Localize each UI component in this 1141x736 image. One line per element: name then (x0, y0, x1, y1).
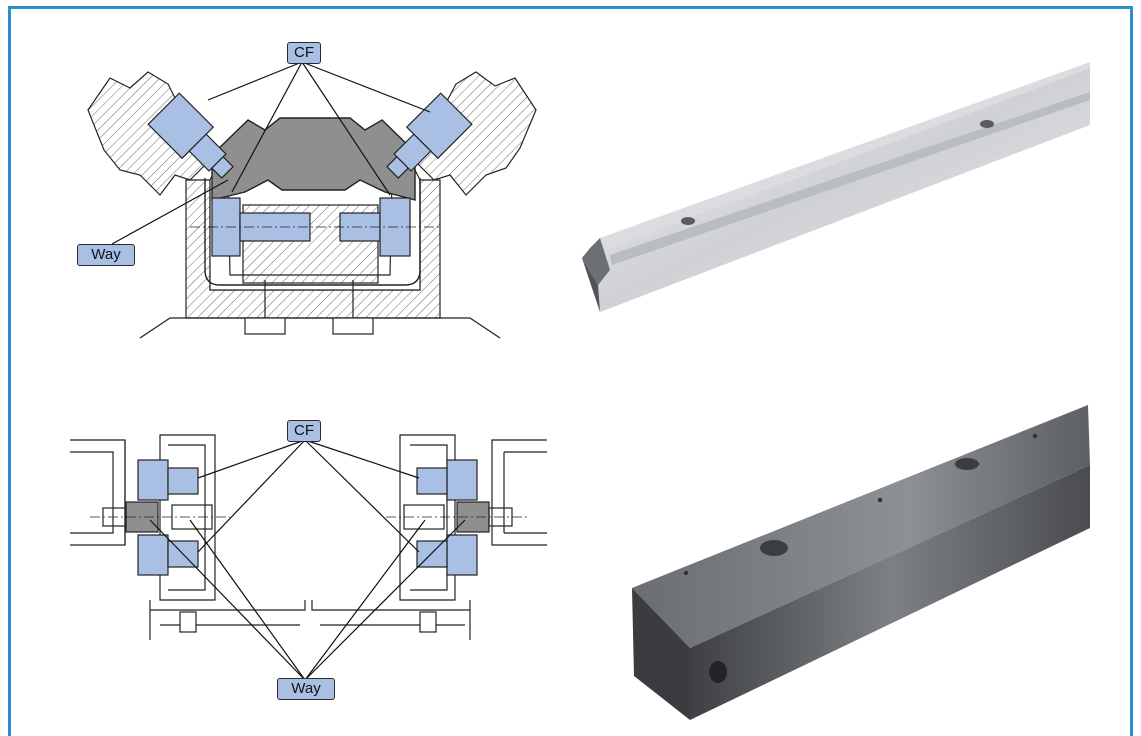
bottom-leader-lines (149, 439, 466, 681)
v-type-rail-photo (582, 62, 1090, 312)
cf-label-bottom: CF (287, 420, 321, 442)
square-rail-photo (632, 405, 1090, 720)
flat-type-guide-cross-section-drawing (70, 434, 547, 640)
top-leader-lines (111, 61, 431, 245)
cf-label-top: CF (287, 42, 321, 64)
v-type-guide-cross-section-drawing (87, 71, 537, 339)
way-label-bottom: Way (277, 678, 335, 700)
way-label-top: Way (77, 244, 135, 266)
